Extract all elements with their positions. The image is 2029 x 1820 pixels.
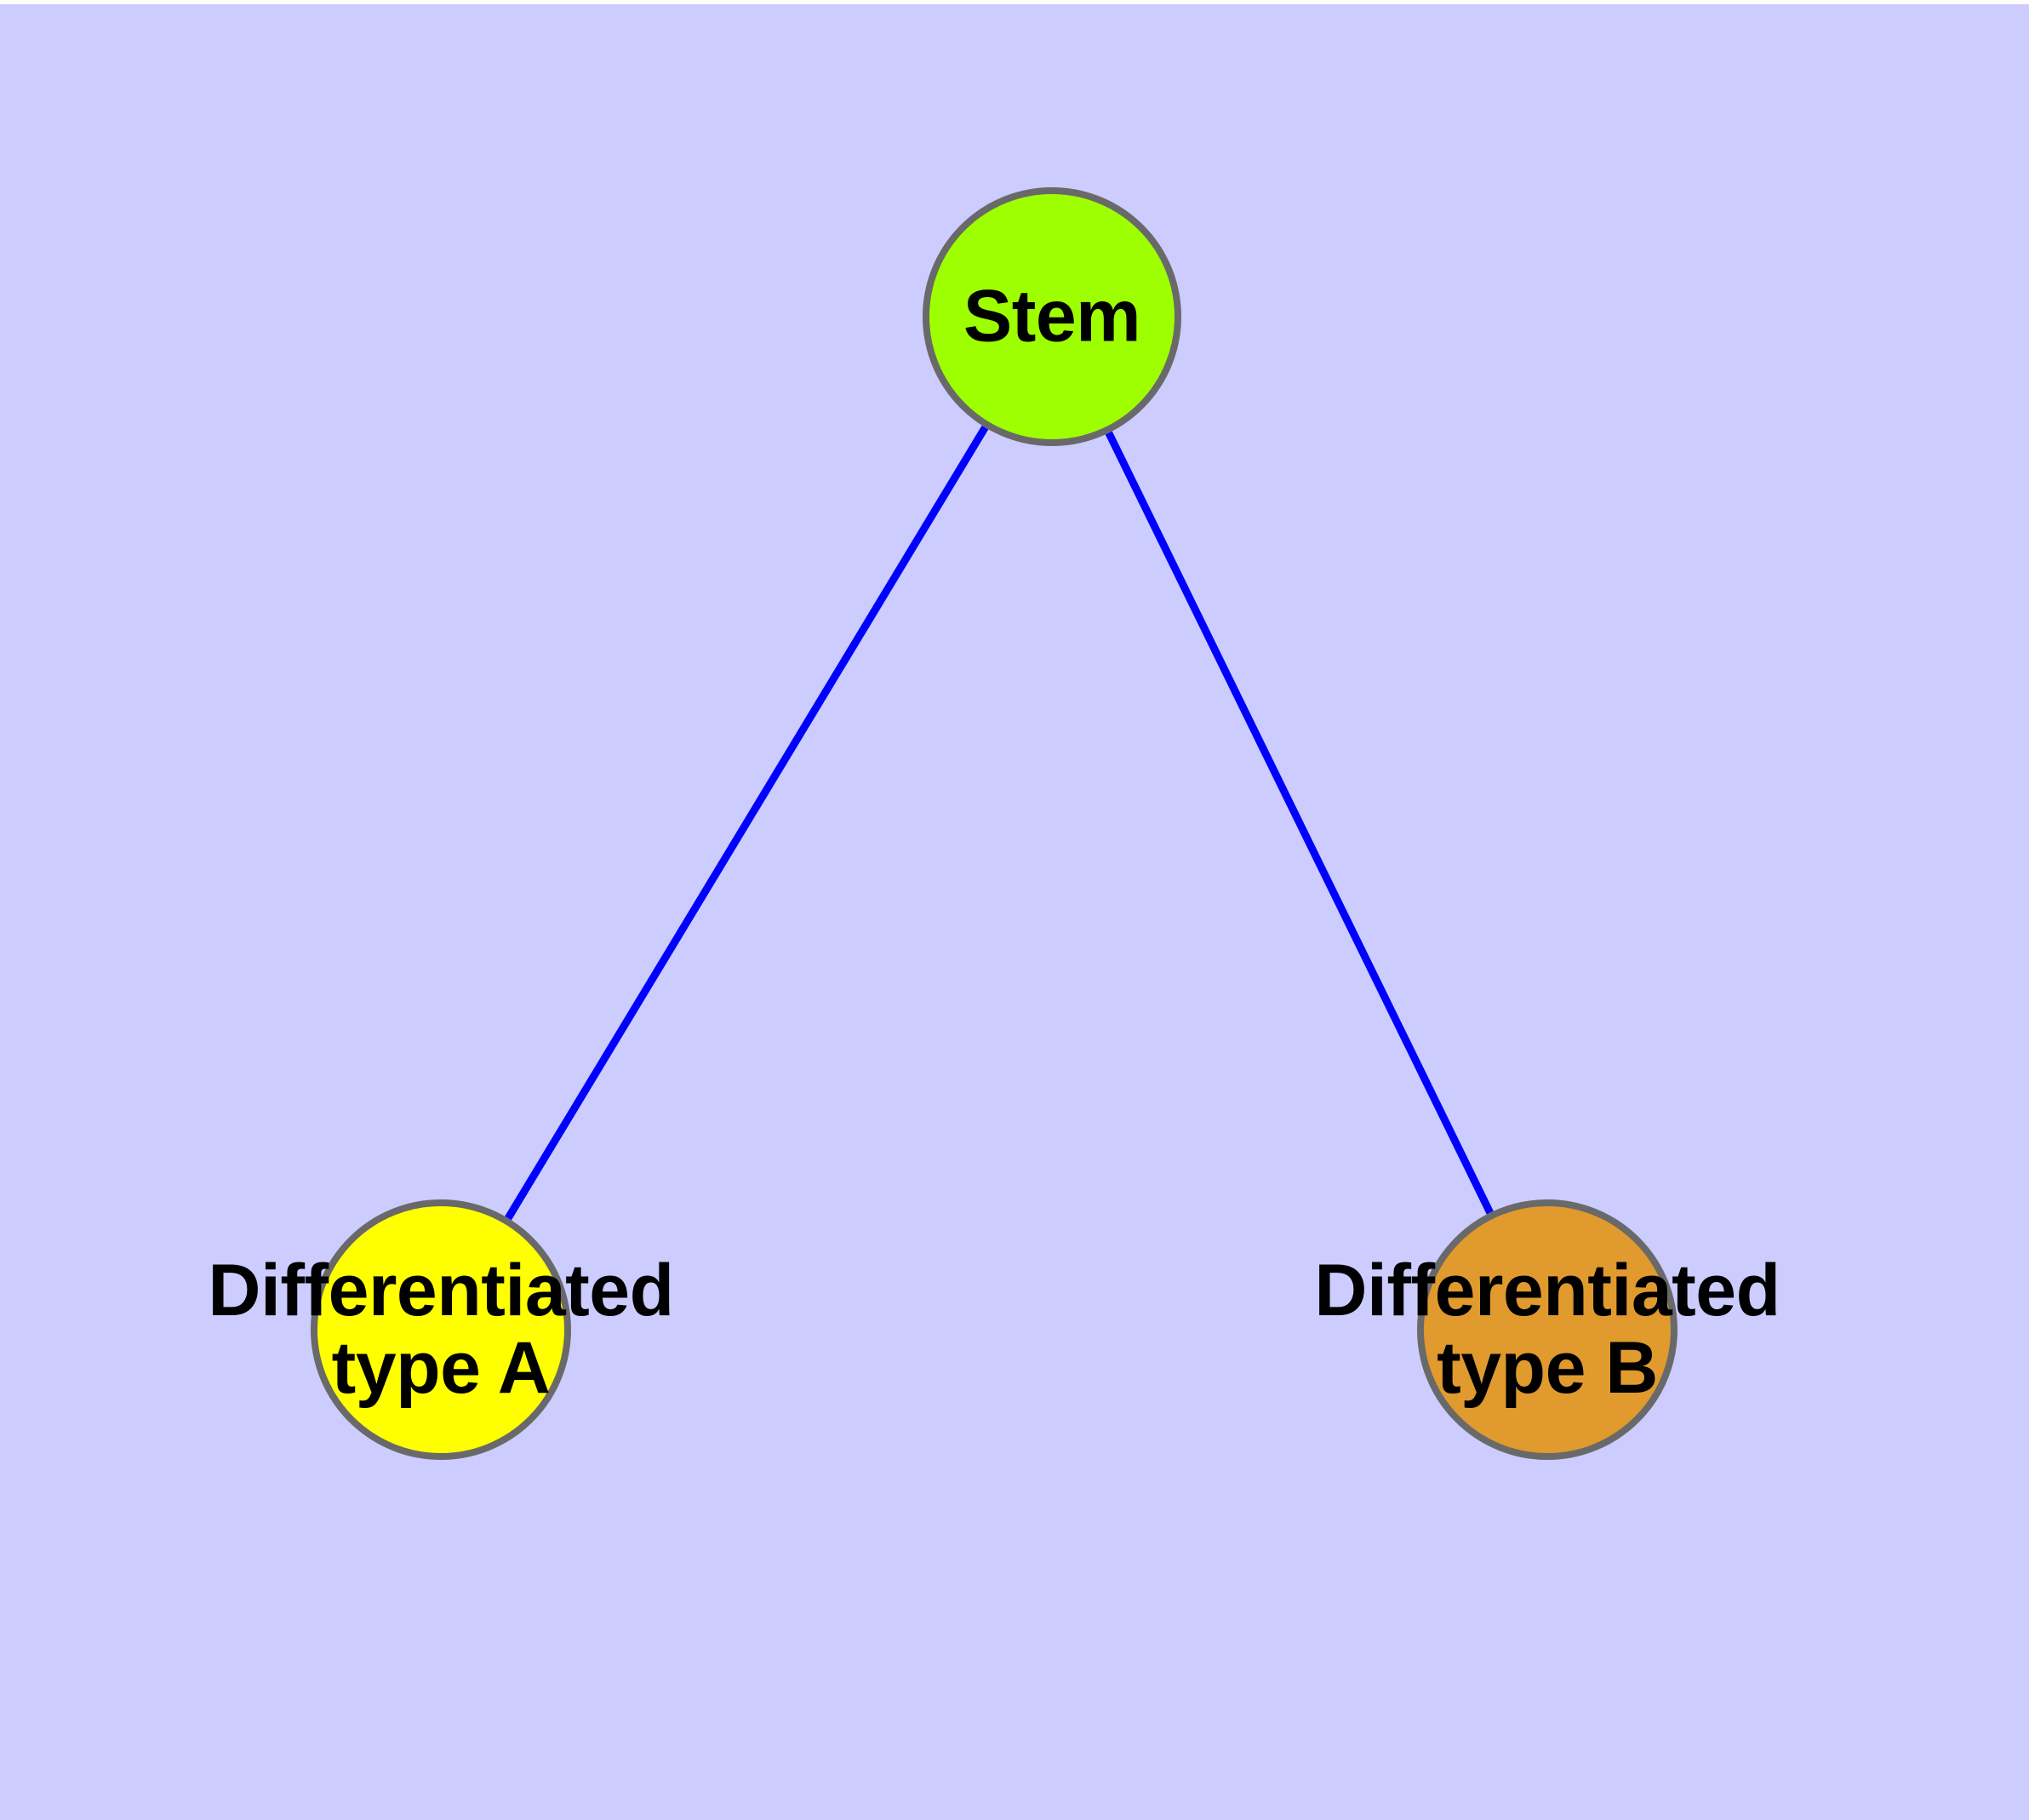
graph-node-stem[interactable] [923, 187, 1181, 446]
graph-edge-stem-diff_b[interactable] [1105, 431, 1494, 1215]
node-layer [311, 187, 1677, 1460]
graph-node-diff_b[interactable] [1417, 1199, 1677, 1460]
edge-layer [505, 425, 1494, 1221]
graph-node-diff_a[interactable] [311, 1199, 571, 1460]
graph-edge-stem-diff_a[interactable] [505, 425, 989, 1221]
